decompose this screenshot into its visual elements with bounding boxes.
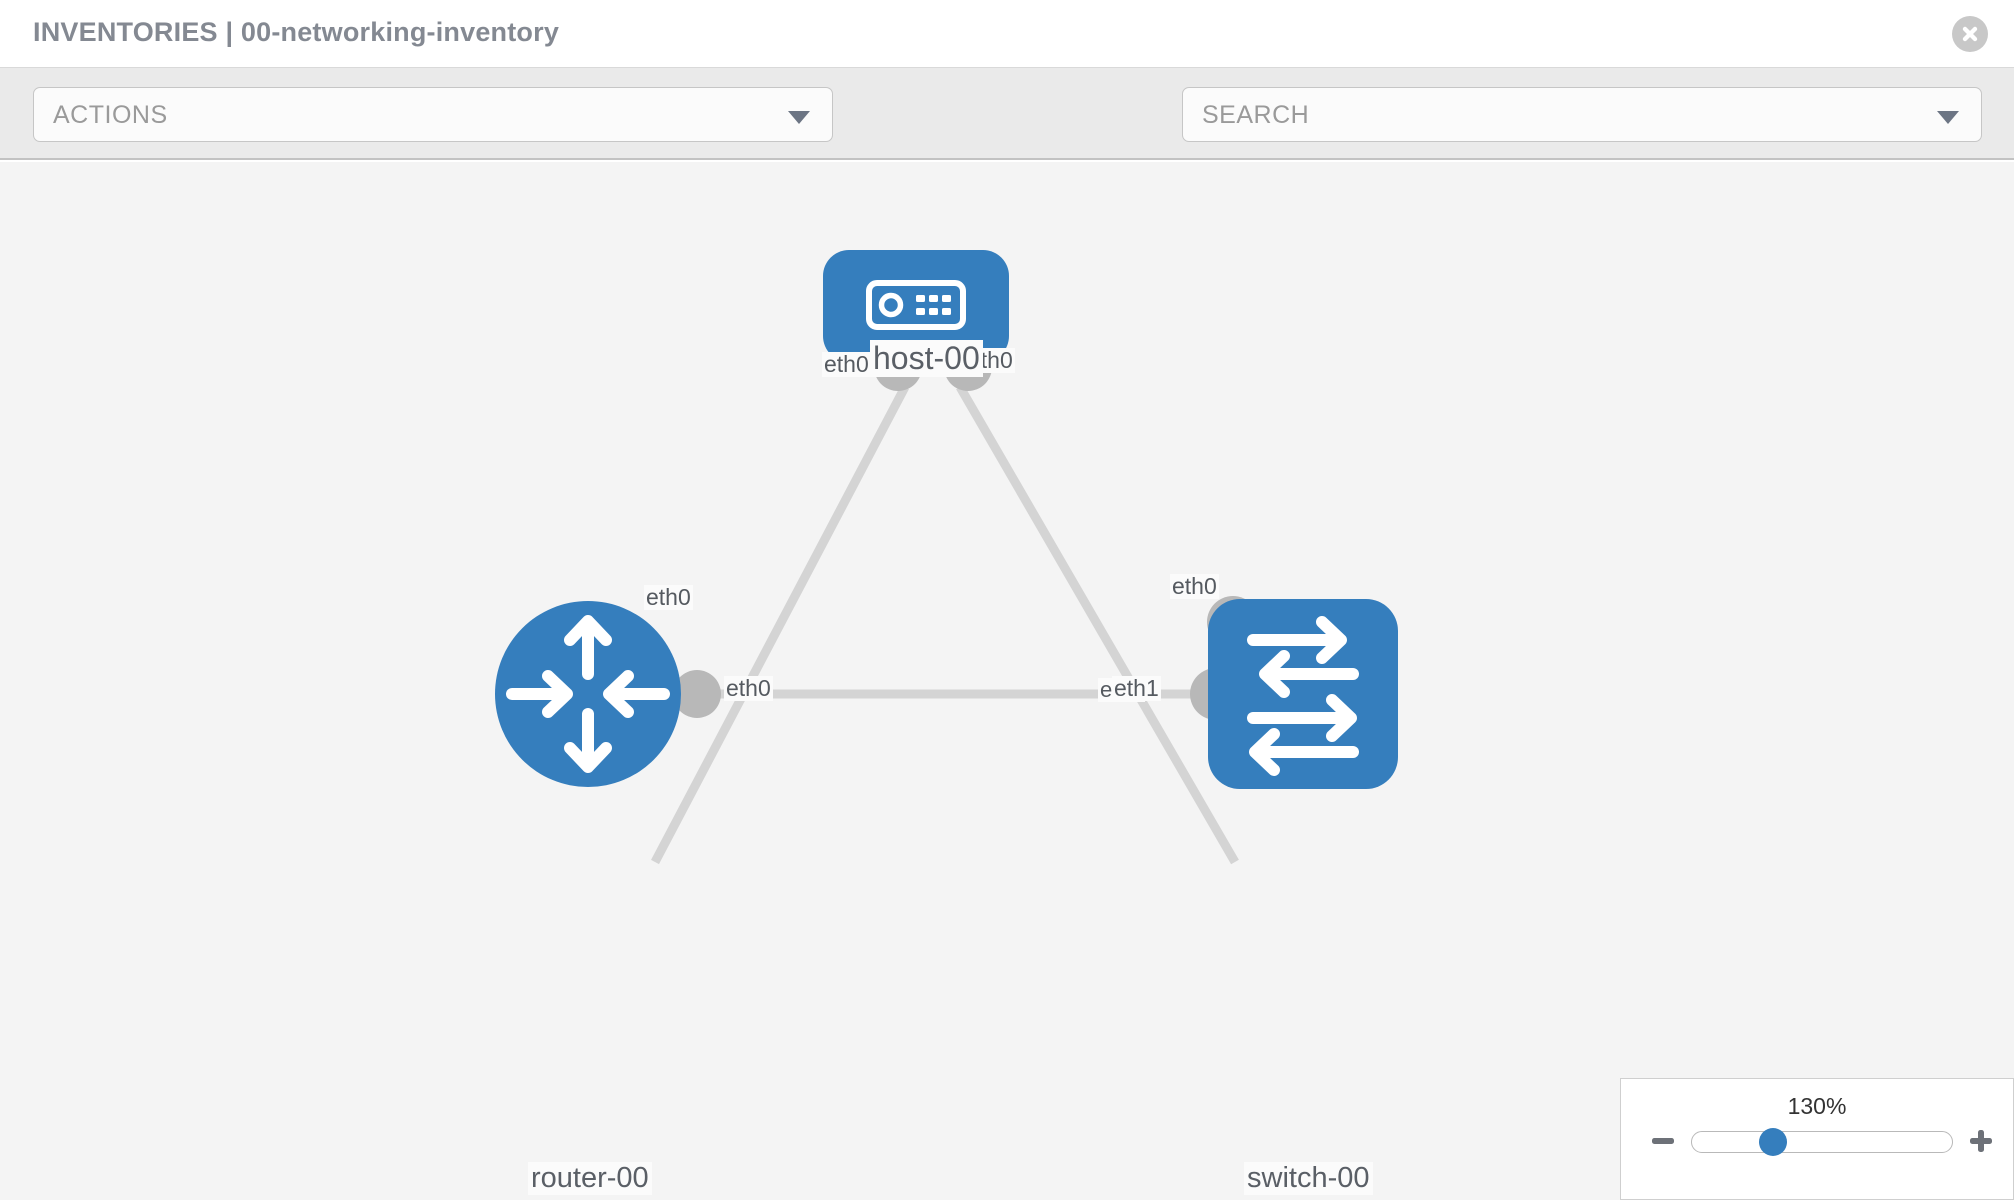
zoom-slider[interactable] [1691,1131,1953,1153]
topology-svg [495,250,1398,865]
close-icon[interactable] [1952,16,1988,52]
node-host-00 [823,250,1009,362]
topology-links [651,384,1239,865]
link-label-switch-up: eth0 [1170,573,1219,600]
node-label-router-00: router-00 [528,1162,652,1196]
chevron-down-icon [1937,111,1959,124]
page-header: INVENTORIES | 00-networking-inventory [0,0,2014,68]
switch-arrows-icon [1247,616,1359,776]
link-label-router-right: eth0 [724,675,773,702]
actions-dropdown-label: ACTIONS [53,101,168,129]
zoom-out-button[interactable] [1645,1123,1681,1159]
chevron-down-icon [788,111,810,124]
actions-dropdown[interactable]: ACTIONS [33,87,833,142]
port-router-right [673,670,721,718]
node-switch-00 [1208,599,1398,789]
link-label-switch-left-front: eth1 [1112,675,1161,702]
node-router-00 [495,601,681,787]
node-label-switch-00: switch-00 [1244,1162,1373,1196]
toolbar: ACTIONS SEARCH [0,68,2014,204]
link-host-switch [956,384,1239,865]
node-label-host-00: host-00 [870,340,983,377]
router-arrows-icon [506,615,670,773]
search-input[interactable]: SEARCH [1182,87,1982,142]
zoom-slider-thumb[interactable] [1759,1128,1787,1156]
search-placeholder: SEARCH [1202,101,1310,129]
zoom-control-panel: 130% [1620,1078,2014,1200]
page-title: INVENTORIES | 00-networking-inventory [33,17,560,47]
zoom-percent-label: 130% [1787,1093,1847,1119]
link-label-router-up: eth0 [644,584,693,611]
link-label-host-left: eth0 [822,351,871,378]
zoom-in-button[interactable] [1963,1123,1999,1159]
link-host-router [651,384,909,865]
server-icon [866,280,966,330]
topology-canvas[interactable]: eth0 eth0 eth0 eth0 eth0 eth0 eth1 host-… [0,162,2014,1200]
